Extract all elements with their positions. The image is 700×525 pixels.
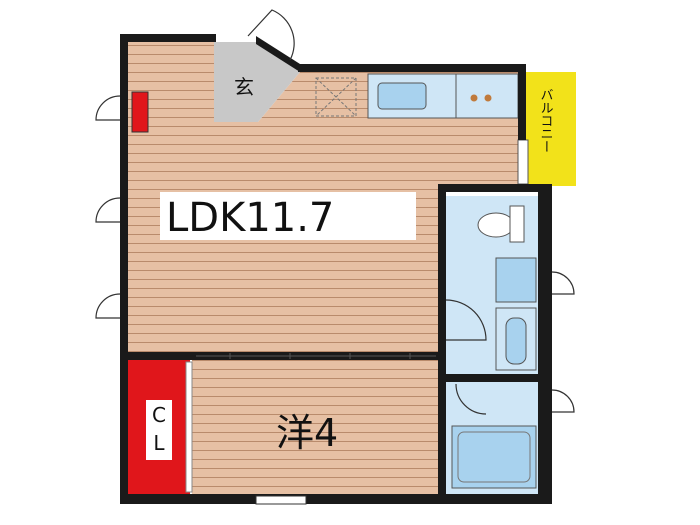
entrance-wall [256, 36, 300, 72]
fridge-space [315, 77, 357, 117]
entry-door[interactable] [247, 9, 295, 61]
stove-burner-icon [484, 94, 492, 102]
washbasin-icon [495, 257, 537, 303]
window-left-middle[interactable] [95, 197, 121, 223]
entrance-label: 玄 [234, 75, 254, 99]
sink-icon [377, 82, 427, 110]
entrance-floor [214, 42, 300, 122]
balcony-door[interactable] [517, 139, 529, 185]
closet-label-box [146, 400, 172, 460]
toilet-tank-icon [509, 205, 525, 243]
closet-door[interactable] [185, 361, 193, 493]
balcony-label: バルコニー [538, 88, 554, 153]
washing-machine-pan-icon [505, 317, 527, 365]
washing-machine-space [495, 307, 537, 371]
closet-label-c: C [152, 403, 166, 427]
ldk-label: LDK11.7 [166, 195, 334, 241]
ldk-label-box [160, 192, 416, 240]
balcony [526, 72, 576, 186]
window-left-bottom[interactable] [95, 293, 121, 319]
bathroom-door[interactable] [455, 383, 487, 415]
closet-label-l: L [153, 431, 165, 455]
bathtub-icon [451, 425, 537, 489]
sliding-door[interactable] [196, 353, 436, 359]
western-room-label: 洋4 [276, 411, 338, 455]
window-left-top[interactable] [95, 91, 149, 133]
stove-burner-icon [470, 94, 478, 102]
western-room-floor [192, 360, 440, 494]
washroom-door[interactable] [445, 299, 487, 341]
toilet-icon [477, 212, 515, 238]
window-right-lower[interactable] [551, 389, 575, 413]
window-bottom[interactable] [255, 495, 307, 505]
window-right-upper[interactable] [551, 271, 575, 295]
